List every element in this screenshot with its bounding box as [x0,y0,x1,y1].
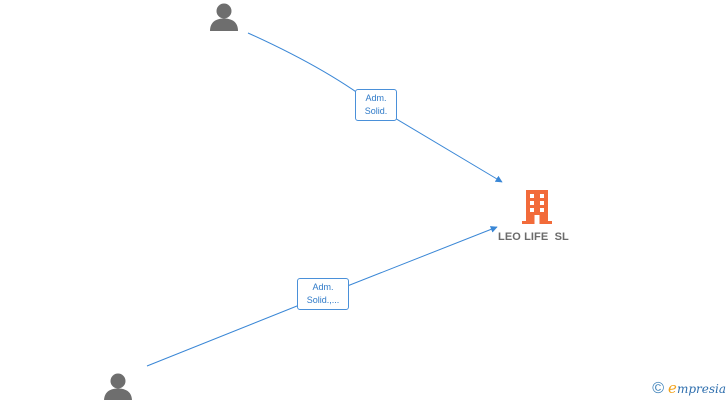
brand-logo: © empresia [652,380,726,397]
person-icon[interactable] [102,372,134,400]
relation-label-line1: Adm. [365,93,387,103]
brand-name-first: e [668,379,677,397]
person-icon[interactable] [208,2,240,32]
brand-name-rest: mpresia [676,382,726,396]
relation-label-line1: Adm. [312,282,334,292]
brand-name: empresia [668,380,726,397]
relation-label-line2: Solid.,... [306,295,340,305]
company-name[interactable]: LEO LIFE SL [498,231,569,243]
relation-label-line2: Solid. [364,106,388,116]
building-icon[interactable] [522,190,552,224]
copyright-symbol: © [652,379,665,397]
relation-label-top[interactable]: Adm. Solid. [355,89,397,121]
relation-label-bottom[interactable]: Adm. Solid.,... [297,278,349,310]
